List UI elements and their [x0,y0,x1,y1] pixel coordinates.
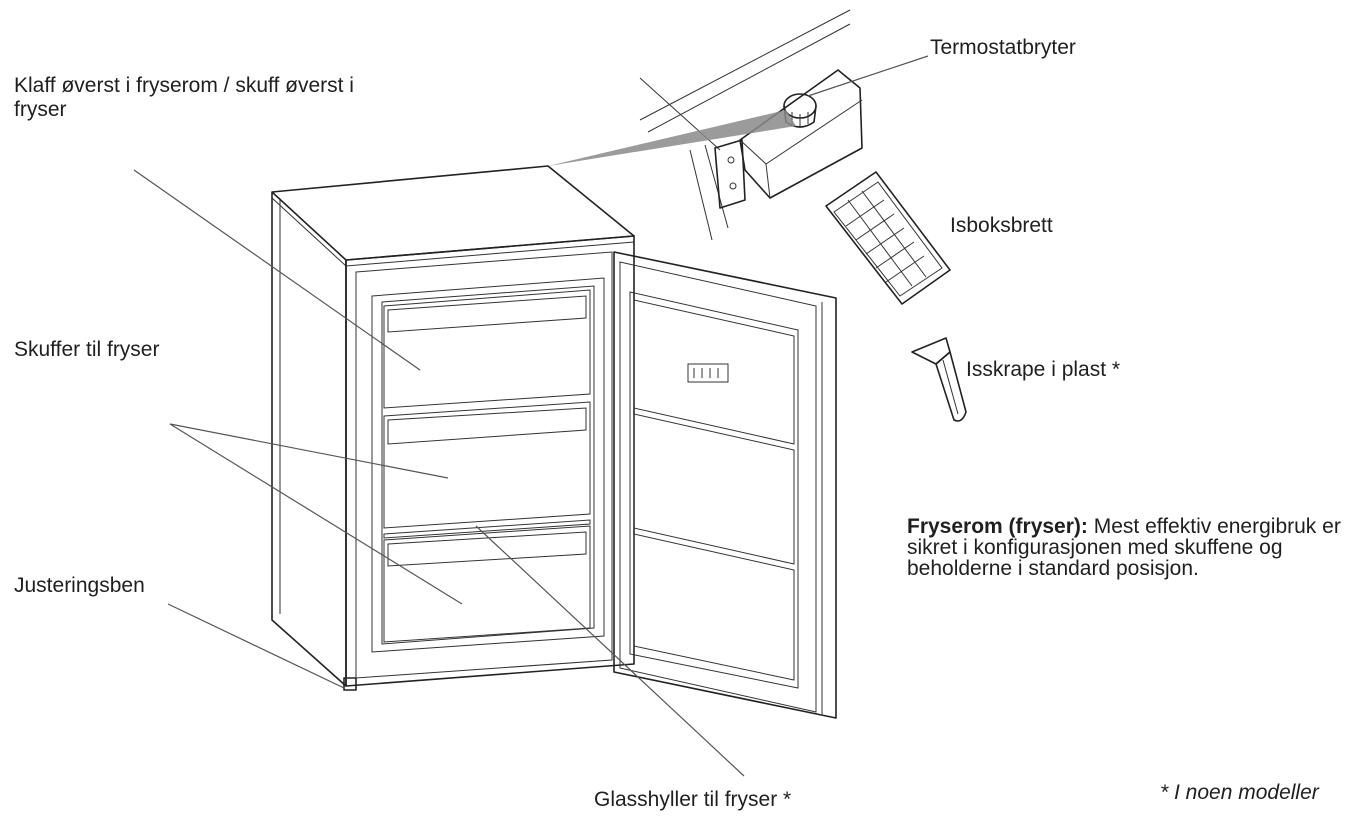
models-footnote: * I noen modeller [1160,781,1319,804]
note-heading: Fryserom (fryser): [907,515,1088,538]
leader-lines [133,55,929,777]
label-ice-tray: Isboksbrett [950,214,1053,237]
label-adjustable-feet: Justeringsben [14,574,145,597]
freezer-compartment-note: Fryserom (fryser): Mest effektiv energib… [907,516,1362,579]
ice-tray-icon [825,171,951,305]
label-ice-scraper: Isskrape i plast * [966,358,1121,381]
label-glass-shelves: Glasshyller til fryser * [594,788,792,811]
ice-scraper-icon [911,337,967,422]
freezer-door [613,251,837,719]
thermostat-detail [639,9,863,241]
label-drawers: Skuffer til fryser [14,338,160,361]
inset-pointer-wedge [548,110,796,166]
label-top-flap: Klaff øverst i fryserom / skuff øverst i… [14,74,354,121]
freezer-cabinet [271,165,635,691]
note-body: Mest effektiv energibruk er sikret i kon… [907,515,1341,580]
label-thermostat: Termostatbryter [930,36,1076,59]
